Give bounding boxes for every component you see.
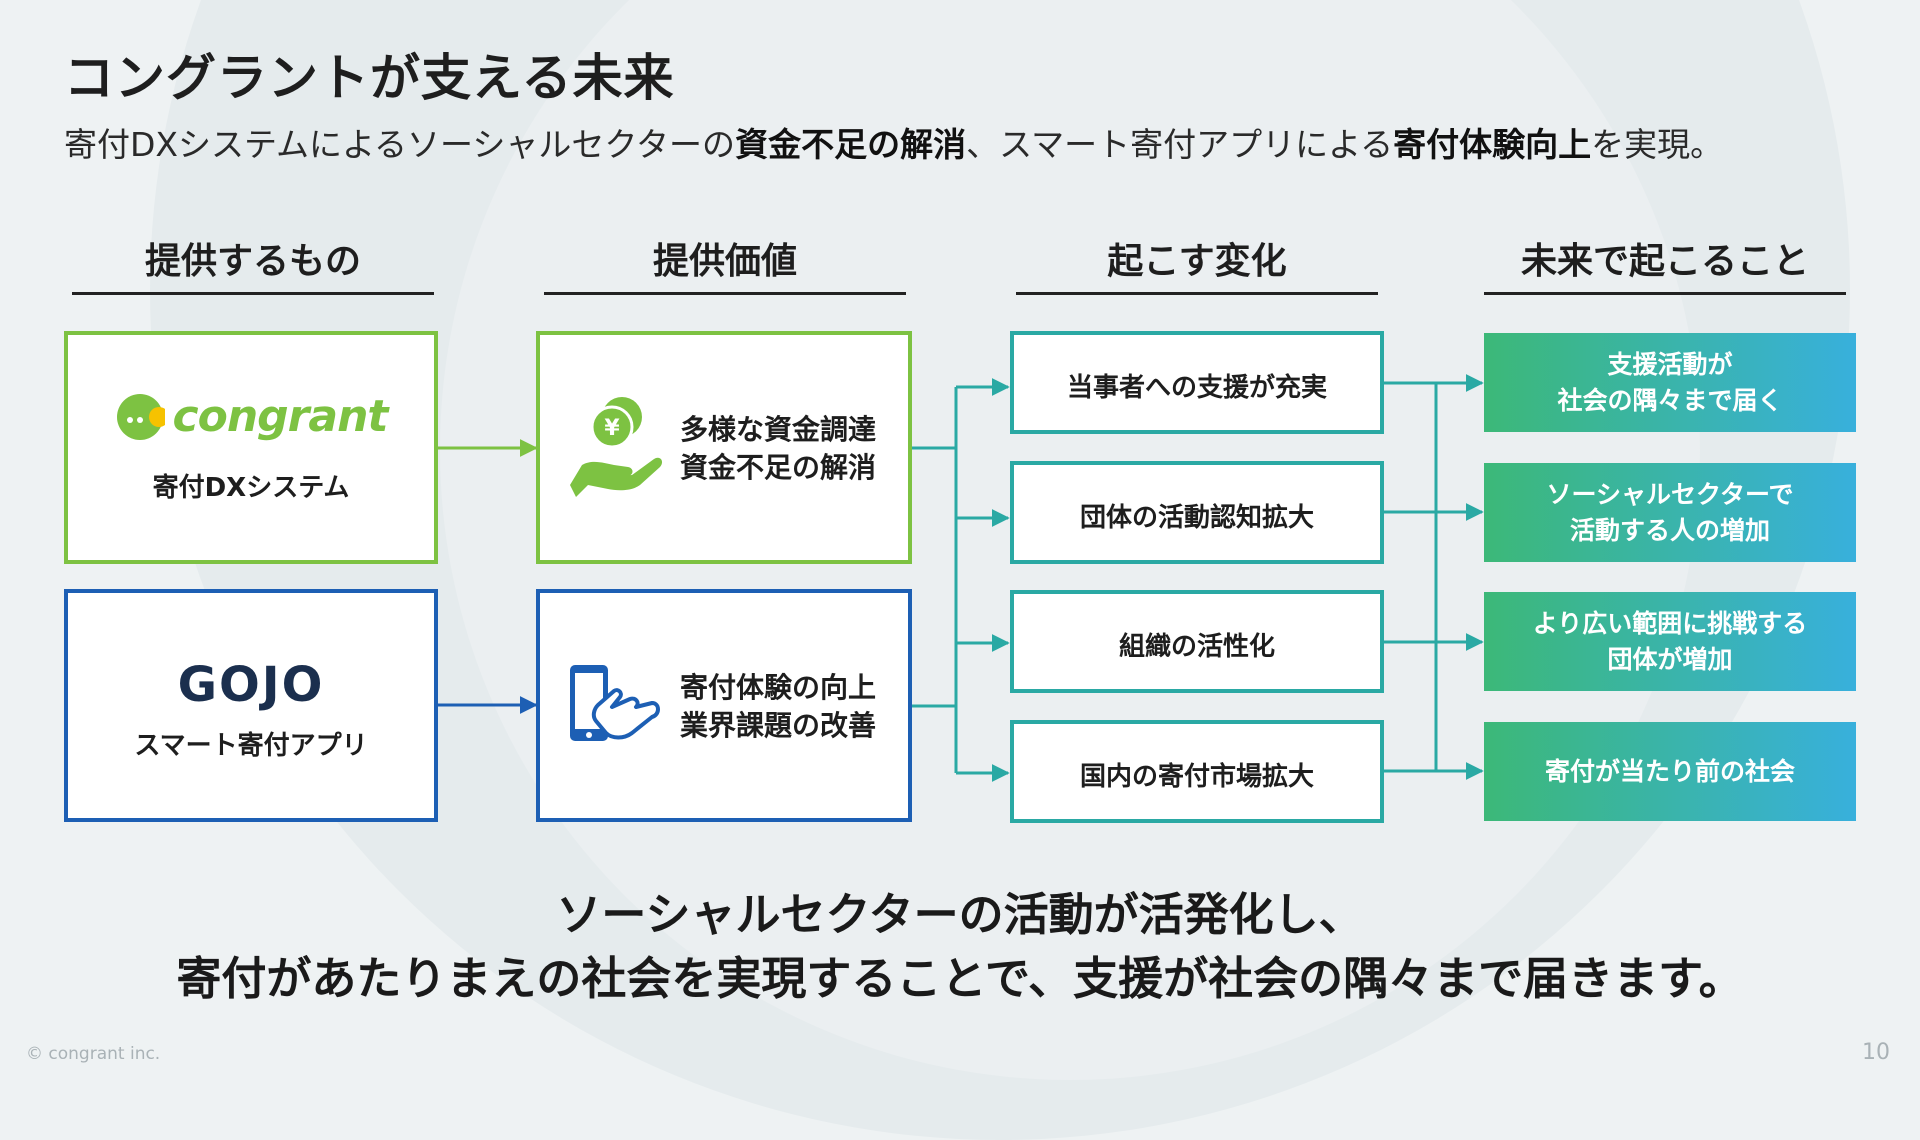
subtitle-bold-2: 寄付体験向上 <box>1393 125 1592 164</box>
value-experience-line-2: 業界課題の改善 <box>680 709 877 742</box>
subtitle-part-1: 寄付DXシステムによるソーシャルセクターの <box>64 125 736 164</box>
column-header-changes: 起こす変化 <box>1107 241 1287 282</box>
gojo-logo: GOJO <box>68 657 434 713</box>
future-box: 寄付が当たり前の社会 <box>1484 722 1856 821</box>
subtitle-part-3: を実現。 <box>1591 125 1724 164</box>
change-box: 組織の活性化 <box>1010 590 1384 693</box>
copyright: © congrant inc. <box>26 1044 161 1064</box>
future-label: 寄付が当たり前の社会 <box>1544 756 1795 786</box>
gojo-wordmark: GOJO <box>177 657 325 713</box>
change-label: 当事者への支援が充実 <box>1066 373 1327 403</box>
change-label: 団体の活動認知拡大 <box>1079 503 1314 533</box>
congrant-wordmark: congrant <box>172 391 389 442</box>
value-funding-text: 多様な資金調達 資金不足の解消 <box>680 411 876 487</box>
column-header-offerings: 提供するもの <box>144 241 361 282</box>
column-divider <box>1016 292 1378 295</box>
page-title: コングラントが支える未来 <box>64 49 675 107</box>
conclusion-line-2: 寄付があたりまえの社会を実現することで、支援が社会の隅々まで届きます。 <box>176 952 1744 1005</box>
change-to-future-branches <box>1384 374 1484 780</box>
page-number: 10 <box>1862 1040 1890 1065</box>
future-label: 支援活動が 社会の隅々まで届く <box>1557 349 1783 415</box>
value-funding-box: ¥ 多様な資金調達 資金不足の解消 <box>536 331 912 564</box>
conclusion-line-1: ソーシャルセクターの活動が活発化し、 <box>556 888 1364 941</box>
column-divider <box>544 292 906 295</box>
subtitle-part-2: 、スマート寄付アプリによる <box>966 125 1394 164</box>
yen-symbol: ¥ <box>604 416 620 441</box>
column-divider <box>1484 292 1846 295</box>
change-label: 組織の活性化 <box>1118 632 1275 662</box>
column-header-values: 提供価値 <box>652 241 797 282</box>
change-label: 国内の寄付市場拡大 <box>1079 762 1314 792</box>
offering-congrant-box: congrant 寄付DXシステム <box>64 331 438 564</box>
value-experience-text: 寄付体験の向上 業界課題の改善 <box>680 669 876 745</box>
flow-connectors <box>438 374 1484 782</box>
page-subtitle: 寄付DXシステムによるソーシャルセクターの資金不足の解消、スマート寄付アプリによ… <box>64 118 1723 166</box>
yen-coin-hand-icon: ¥ <box>570 397 663 497</box>
value-experience-box: 寄付体験の向上 業界課題の改善 <box>536 589 912 822</box>
future-label: ソーシャルセクターで 活動する人の増加 <box>1546 479 1794 545</box>
future-box: ソーシャルセクターで 活動する人の増加 <box>1484 463 1856 562</box>
change-box: 当事者への支援が充実 <box>1010 331 1384 434</box>
column-header-future: 未来で起こること <box>1520 241 1809 282</box>
congrant-logo: congrant <box>68 391 434 442</box>
future-box: より広い範囲に挑戦する 団体が増加 <box>1484 592 1856 691</box>
value-funding-line-1: 多様な資金調達 <box>680 413 877 446</box>
column-divider <box>72 292 434 295</box>
offering-gojo-caption: スマート寄付アプリ <box>134 731 368 761</box>
change-box: 団体の活動認知拡大 <box>1010 461 1384 564</box>
smartphone-tap-icon <box>570 665 660 741</box>
future-label: より広い範囲に挑戦する 団体が増加 <box>1532 608 1808 674</box>
subtitle-bold-1: 資金不足の解消 <box>735 125 967 164</box>
value-funding-line-2: 資金不足の解消 <box>680 451 877 484</box>
offering-gojo-box: GOJO スマート寄付アプリ <box>64 589 438 822</box>
future-box: 支援活動が 社会の隅々まで届く <box>1484 333 1856 432</box>
value-to-change-branches <box>912 378 1010 782</box>
value-experience-line-1: 寄付体験の向上 <box>680 671 877 704</box>
offering-congrant-caption: 寄付DXシステム <box>152 473 350 503</box>
change-box: 国内の寄付市場拡大 <box>1010 720 1384 823</box>
congrant-logo-icon <box>116 393 165 440</box>
